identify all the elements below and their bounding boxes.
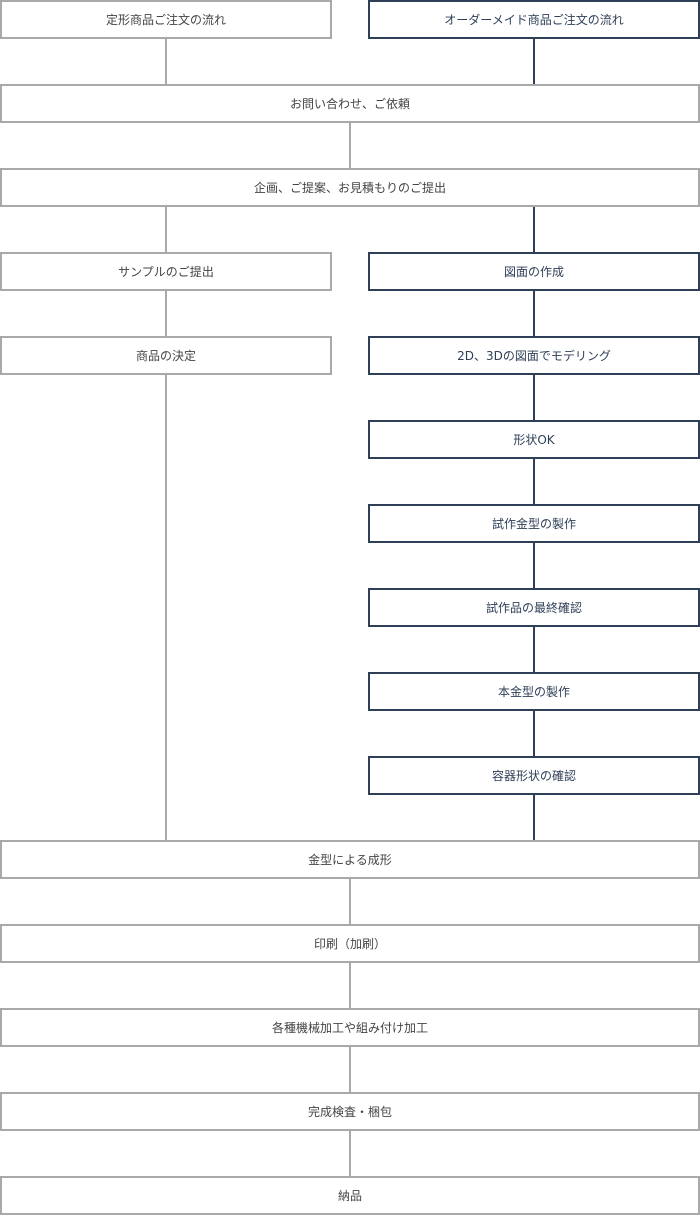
step-main-mold: 本金型の製作 bbox=[368, 672, 700, 711]
connector-molding-to-printing bbox=[349, 879, 351, 924]
step-proposal-quote: 企画、ご提案、お見積もりのご提出 bbox=[0, 168, 700, 207]
connector-inquiry-to-proposal bbox=[349, 123, 351, 168]
step-container-shape-check: 容器形状の確認 bbox=[368, 756, 700, 795]
connector-proposal-to-drawing bbox=[533, 207, 535, 252]
connector-drawing-to-modeling bbox=[533, 291, 535, 336]
step-product-decision: 商品の決定 bbox=[0, 336, 332, 375]
step-machining-assembly: 各種機械加工や組み付け加工 bbox=[0, 1008, 700, 1047]
connector-machining-to-inspection bbox=[349, 1047, 351, 1092]
connector-prototype-mold-to-final-check bbox=[533, 543, 535, 588]
step-delivery: 納品 bbox=[0, 1176, 700, 1215]
connector-standard-to-inquiry bbox=[165, 39, 167, 84]
step-prototype-mold: 試作金型の製作 bbox=[368, 504, 700, 543]
step-printing: 印刷（加刷） bbox=[0, 924, 700, 963]
connector-proposal-to-sample bbox=[165, 207, 167, 252]
step-inquiry: お問い合わせ、ご依頼 bbox=[0, 84, 700, 123]
step-drawing-creation: 図面の作成 bbox=[368, 252, 700, 291]
connector-sample-to-decision bbox=[165, 291, 167, 336]
connector-modeling-to-shape-ok bbox=[533, 375, 535, 420]
step-inspection-packing: 完成検査・梱包 bbox=[0, 1092, 700, 1131]
step-custom-order-flow: オーダーメイド商品ご注文の流れ bbox=[368, 0, 700, 39]
step-prototype-final-check: 試作品の最終確認 bbox=[368, 588, 700, 627]
connector-custom-to-inquiry bbox=[533, 39, 535, 84]
connector-shape-check-to-molding bbox=[533, 795, 535, 840]
step-standard-order-flow: 定形商品ご注文の流れ bbox=[0, 0, 332, 39]
connector-shape-ok-to-prototype-mold bbox=[533, 459, 535, 504]
connector-final-check-to-main-mold bbox=[533, 627, 535, 672]
connector-printing-to-machining bbox=[349, 963, 351, 1008]
connector-inspection-to-delivery bbox=[349, 1131, 351, 1176]
connector-main-mold-to-shape-check bbox=[533, 711, 535, 756]
step-sample-submission: サンプルのご提出 bbox=[0, 252, 332, 291]
step-2d-3d-modeling: 2D、3Dの図面でモデリング bbox=[368, 336, 700, 375]
step-mold-forming: 金型による成形 bbox=[0, 840, 700, 879]
connector-decision-to-molding bbox=[165, 375, 167, 840]
step-shape-ok: 形状OK bbox=[368, 420, 700, 459]
